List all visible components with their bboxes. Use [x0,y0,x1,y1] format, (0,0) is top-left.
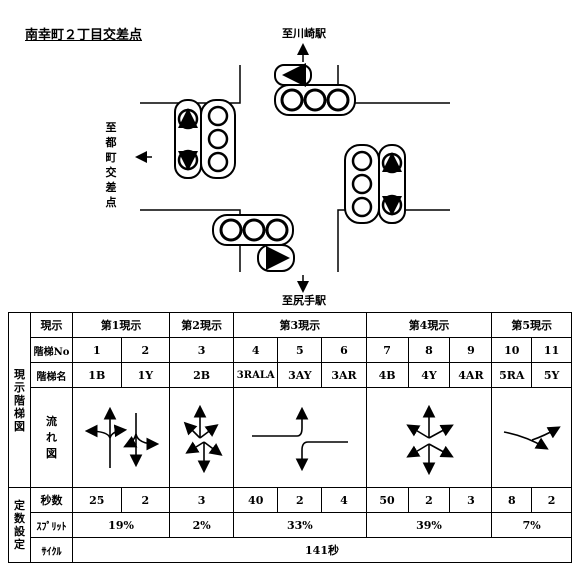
flow-diagram-phase-3 [233,387,367,488]
destination-west: 至都町交差点 [105,121,117,209]
seconds-value: 2 [407,487,451,513]
flow-arrows-phase-4 [406,404,454,475]
phase-3: 第3現示 [233,312,367,338]
step-number: 4 [233,337,279,363]
intersection-diagram: 南幸町２丁目交差点 至川崎駅 至尻手駅 至都町交差点 [25,27,450,307]
signal-north [274,64,356,116]
row-label-cycle: ｻｲｸﾙ [30,537,73,563]
flow-diagram-phase-1 [71,387,171,488]
step-name: 5RA [491,362,533,388]
step-number: 8 [407,337,451,363]
phase-2: 第2現示 [169,312,235,338]
step-name: 4Y [407,362,451,388]
flow-arrows-phase-5 [503,425,561,450]
seconds-value: 4 [321,487,367,513]
seconds-value: 2 [531,487,572,513]
step-name: 3RALA [233,362,279,388]
row-label-split: ｽﾌﾟﾘｯﾄ [30,512,73,538]
step-name: 1B [72,362,122,388]
step-name: 3AR [321,362,367,388]
step-number: 10 [491,337,533,363]
row-label-phase: 現示 [30,312,73,338]
seconds-value: 8 [491,487,533,513]
split-value: 39% [365,512,493,538]
signal-phase-table: 現示階梯図 現示 第1現示 第2現示 第3現示 第4現示 第5現示 階梯No 1… [7,312,572,563]
row-label-seconds: 秒数 [30,487,73,513]
intersection-title: 南幸町２丁目交差点 [25,28,143,43]
phase-1: 第1現示 [71,312,171,338]
signal-west [174,99,236,179]
signal-south [212,214,295,272]
flow-arrows-phase-2 [183,404,223,473]
step-number: 1 [72,337,122,363]
signal-east [344,144,406,224]
phase-4: 第4現示 [365,312,493,338]
seconds-value: 2 [277,487,323,513]
step-number: 5 [277,337,323,363]
seconds-value: 50 [365,487,409,513]
destination-south: 至尻手駅 [282,294,326,307]
step-name: 4B [365,362,409,388]
cycle-value: 141秒 [72,537,572,563]
destination-north: 至川崎駅 [282,27,326,40]
flow-diagram-phase-2 [169,387,235,488]
flow-arrows-phase-1 [84,406,160,468]
seconds-value: 3 [449,487,493,513]
flow-diagram-phase-5 [491,387,572,488]
intersection-drawing [135,43,450,293]
seconds-value: 25 [72,487,122,513]
row-label-step-name: 階梯名 [30,362,73,388]
split-value: 2% [169,512,235,538]
step-number: 7 [365,337,409,363]
step-name: 3AY [277,362,323,388]
flow-arrows-phase-3 [251,406,348,471]
flow-label-text: 流れ図 [46,414,58,460]
step-name: 4AR [449,362,493,388]
row-label-step-no: 階梯No [30,337,73,363]
flow-diagram-phase-4 [365,387,493,488]
step-name: 2B [169,362,235,388]
step-number: 2 [120,337,171,363]
side-label-constant-setting: 定数設定 [7,487,32,563]
side-label-display-ladder: 現示階梯図 [7,312,32,488]
seconds-value: 40 [233,487,279,513]
seconds-value: 3 [169,487,235,513]
phase-5: 第5現示 [491,312,572,338]
step-number: 9 [449,337,493,363]
seconds-value: 2 [120,487,171,513]
step-name: 1Y [120,362,171,388]
split-value: 33% [233,512,367,538]
step-name: 5Y [531,362,572,388]
row-label-flow: 流れ図 [30,387,73,488]
step-number: 3 [169,337,235,363]
split-value: 19% [71,512,171,538]
step-number: 11 [531,337,572,363]
split-value: 7% [491,512,572,538]
step-number: 6 [321,337,367,363]
